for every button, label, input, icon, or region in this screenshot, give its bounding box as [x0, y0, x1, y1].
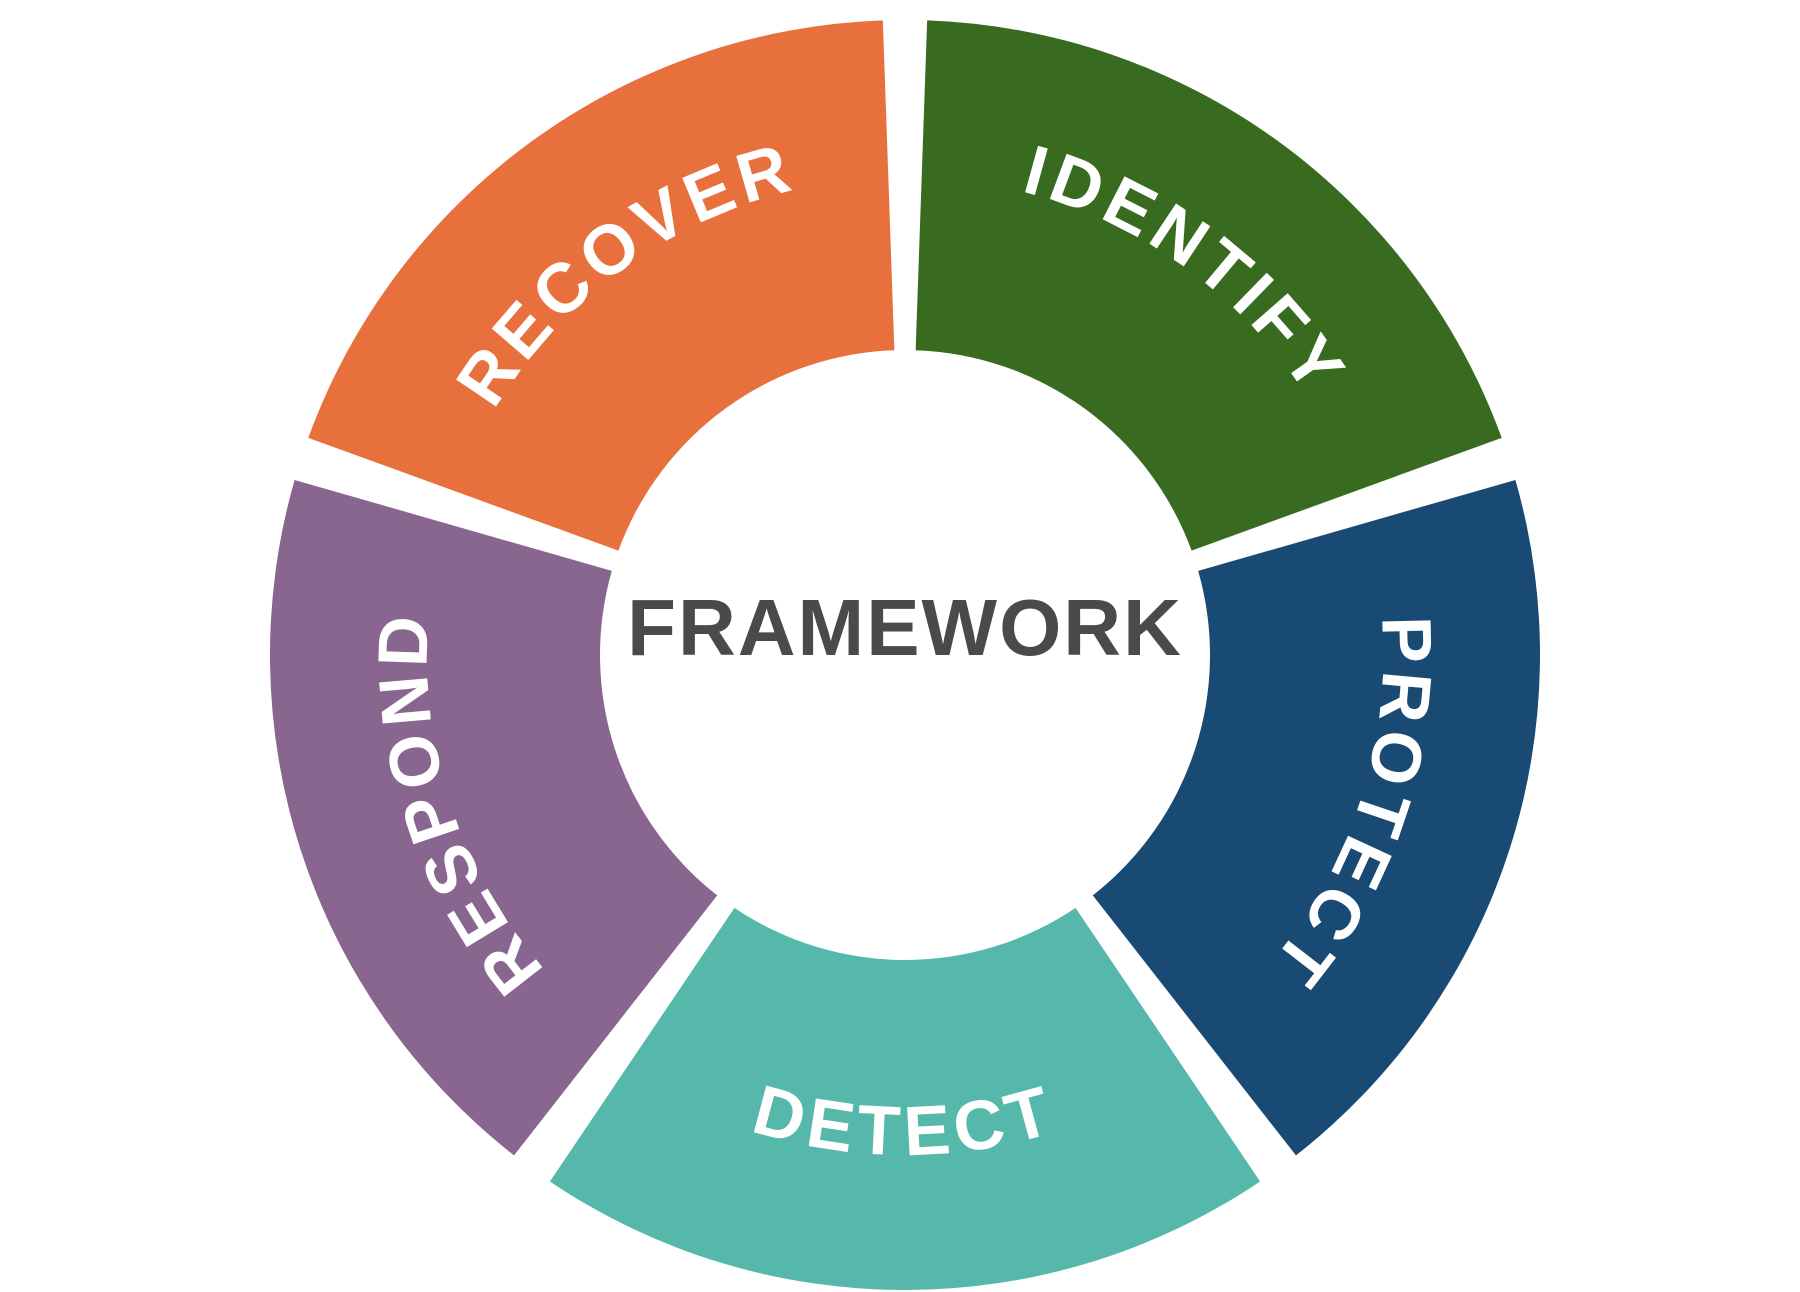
segment-identify	[915, 20, 1502, 551]
segment-recover	[308, 20, 895, 551]
center-title: FRAMEWORK	[627, 583, 1183, 672]
segment-respond	[269, 479, 718, 1156]
segment-protect	[1092, 479, 1541, 1156]
segment-detect	[549, 907, 1261, 1291]
